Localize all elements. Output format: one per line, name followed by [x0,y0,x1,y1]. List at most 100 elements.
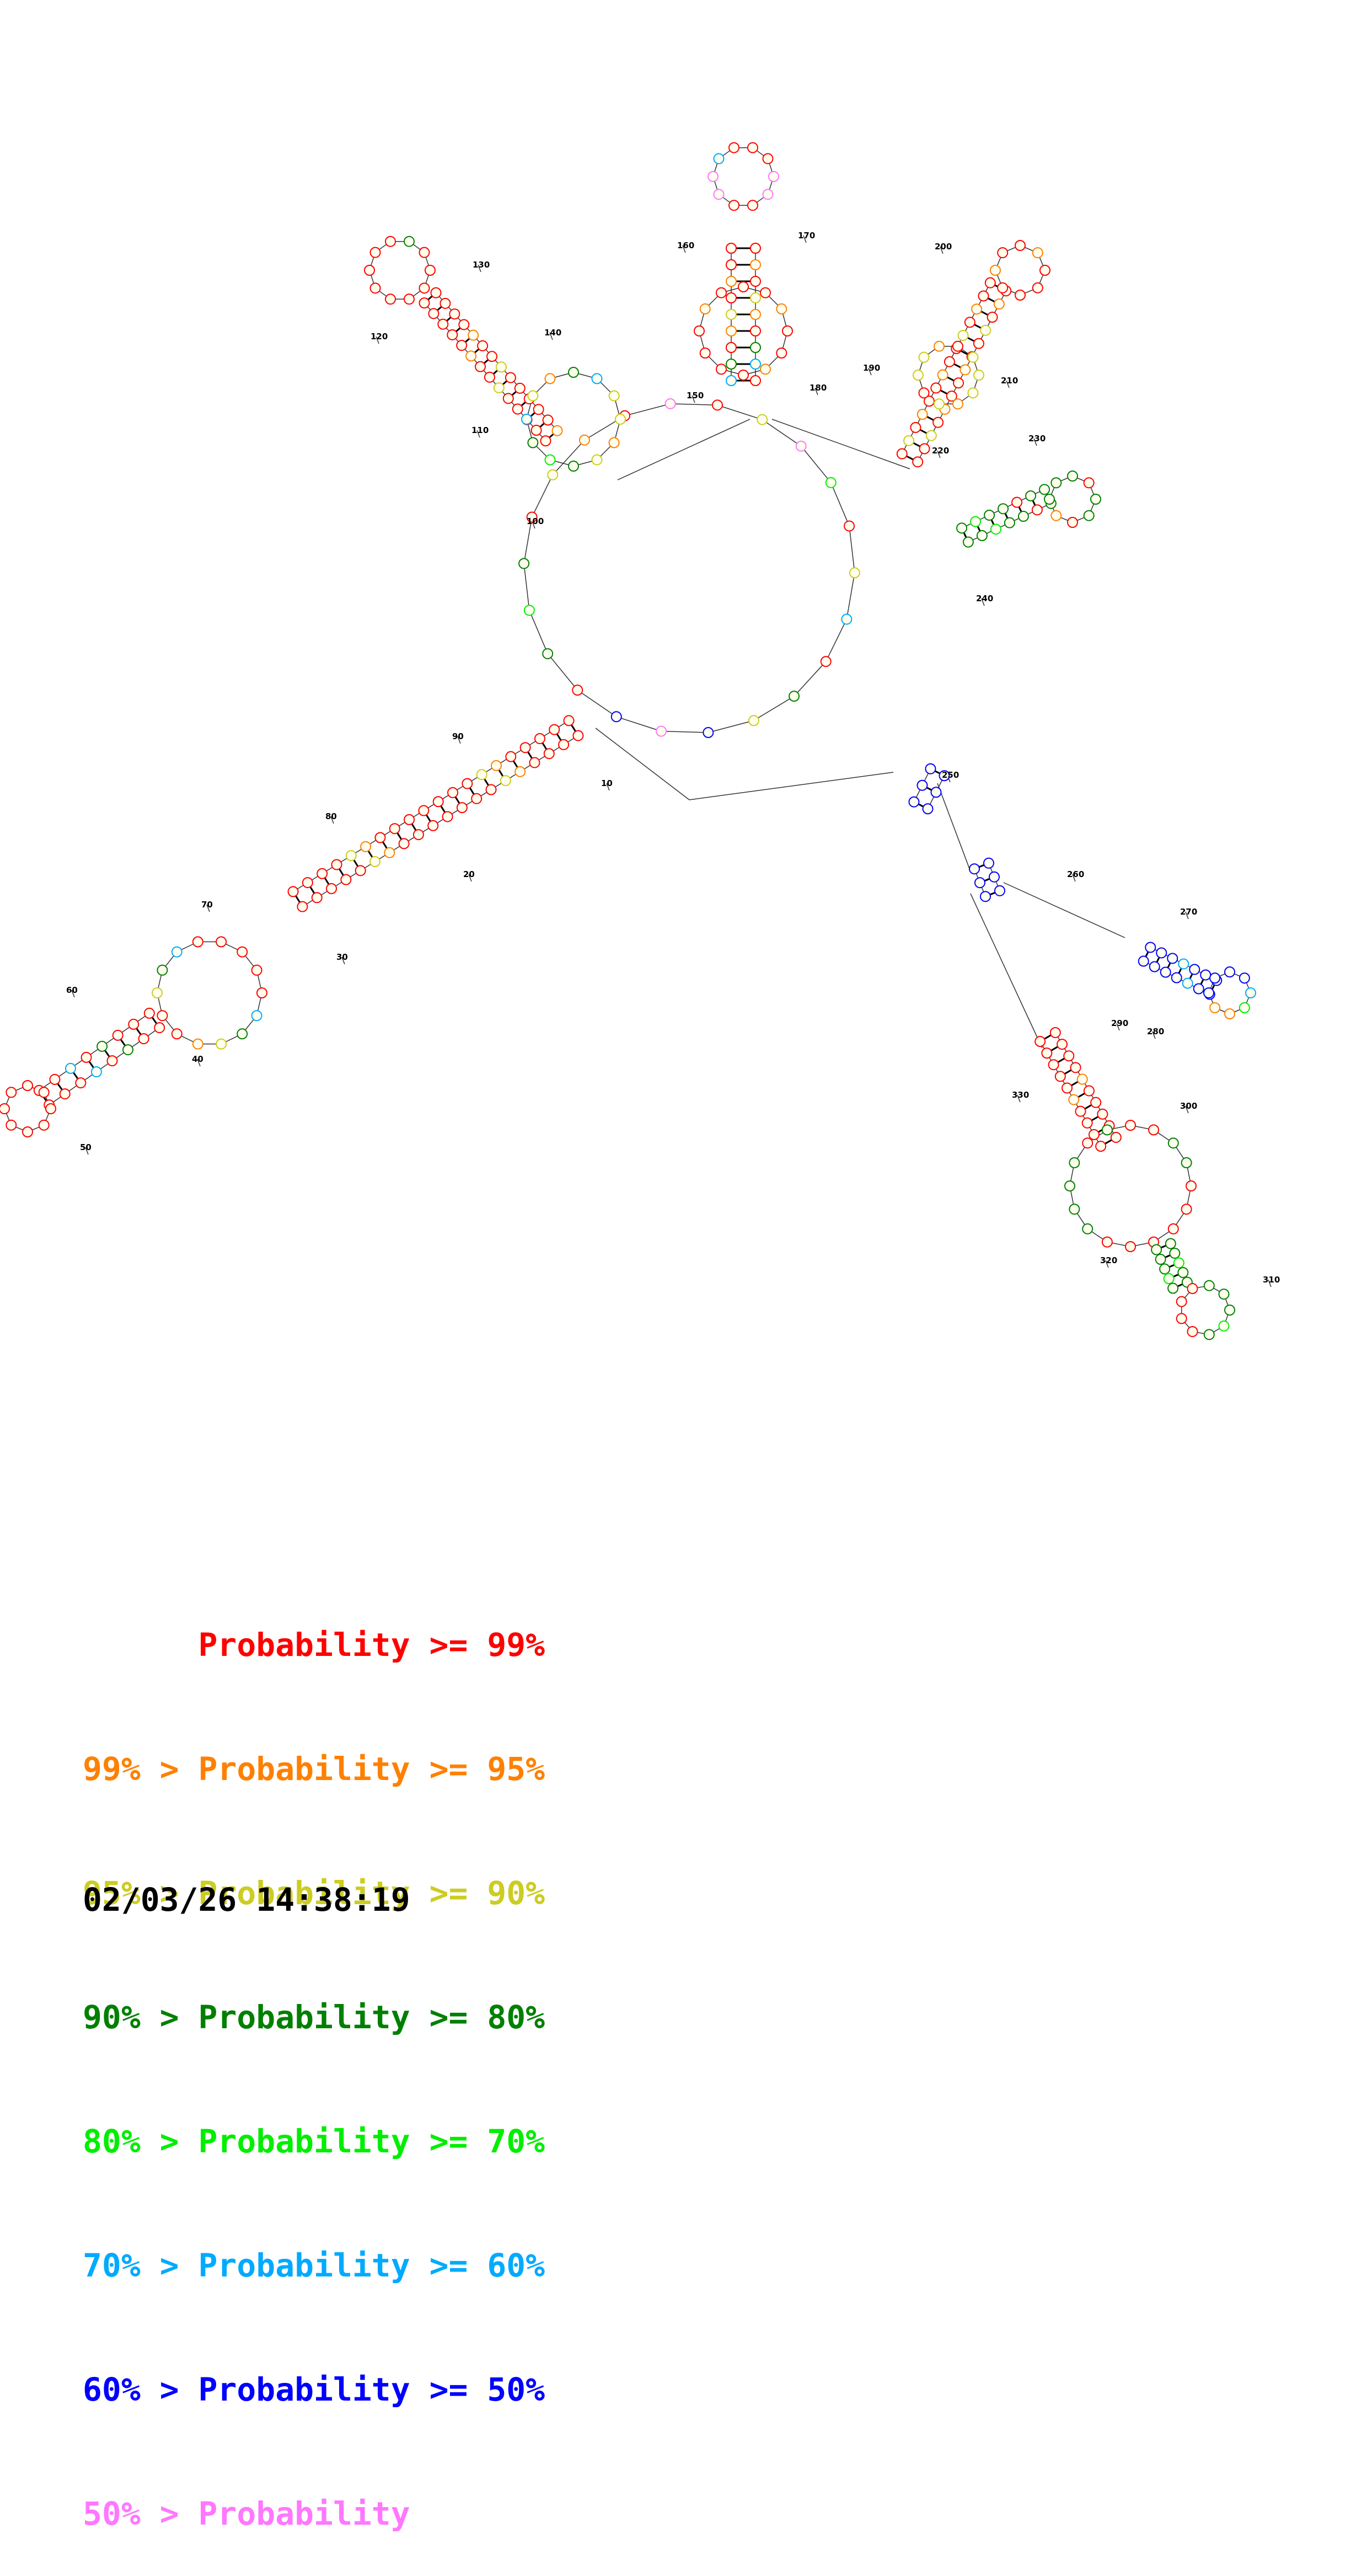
position-label: 100 [527,516,544,526]
nucleotide [1155,1254,1166,1265]
nucleotide [694,325,705,336]
nucleotide [711,399,723,411]
nucleotide [976,530,988,542]
nucleotide [447,787,459,798]
nucleotide [544,454,556,466]
backbone-lines [4,147,1272,1335]
nucleotide [384,847,395,858]
nucleotide [728,200,740,211]
nucleotide [152,987,163,998]
nucleotide [795,440,807,452]
nucleotide [699,303,711,314]
nucleotide [449,308,460,320]
backbone-segment [616,716,662,732]
nucleotide [726,375,737,386]
position-label: 290 [1111,1018,1128,1028]
nucleotide [750,375,761,386]
nucleotide [953,377,964,389]
nucleotide [656,725,667,737]
nucleotide [916,409,928,420]
nucleotide [726,259,737,270]
nucleotide [112,1029,124,1041]
nucleotide [776,303,787,314]
label-leader-line [478,264,481,272]
nucleotide [820,656,832,667]
nucleotide [750,276,761,287]
nucleotide [1044,494,1055,505]
nucleotide [1182,977,1193,989]
nucleotide [1101,1124,1113,1136]
backbone-segment [825,619,848,662]
legend-row-prefix: 99% > [83,1750,179,1788]
backbone-segment [624,403,671,416]
nucleotide [1138,955,1149,967]
nucleotide [1088,1129,1100,1140]
backbone-segment [708,720,754,733]
nucleotide [939,770,950,782]
nucleotide [38,1119,50,1131]
nucleotide [157,964,168,976]
nucleotide [485,784,497,795]
nucleotide [925,763,936,774]
nucleotide [930,787,942,798]
backbone-segment [529,610,548,654]
backbone-segment [661,730,709,733]
position-label: 110 [471,425,489,435]
nucleotide [908,796,920,808]
nucleotide [1176,1313,1187,1324]
nucleotide [1181,1157,1192,1168]
label-leader-line [197,1059,201,1067]
label-leader-line [1017,1094,1021,1103]
nucleotide [302,877,313,889]
nucleotide [1082,1137,1093,1149]
nucleotide [699,348,711,359]
nucleotide [1067,517,1078,528]
nucleotide [726,325,737,336]
nucleotide [1187,1283,1198,1295]
nucleotide [1062,1082,1073,1094]
nucleotide [984,509,995,521]
label-leader-line [330,816,334,824]
legend-row-label: Probability [198,2371,410,2408]
nucleotide [1057,1039,1068,1050]
nucleotide [216,1038,227,1050]
nucleotide [447,329,458,340]
nucleotide [1069,1157,1080,1168]
nucleotide [608,390,620,402]
position-label: 300 [1180,1101,1197,1111]
nucleotide [484,371,495,383]
position-label: 210 [1001,376,1018,386]
nucleotide [1004,517,1015,528]
legend-row-label: Probability [198,1626,410,1664]
nucleotide [707,171,719,182]
nucleotide [1083,1085,1095,1097]
nucleotide [97,1040,108,1052]
nucleotide [930,382,942,394]
nucleotide [1032,247,1043,259]
label-leader-line [206,904,210,912]
nucleotide [776,348,787,359]
nucleotide [1167,953,1178,964]
nucleotide [1203,1280,1215,1291]
backbone-segment [970,893,1043,1049]
nucleotide [1187,1326,1198,1337]
nucleotide [998,503,1009,515]
label-leader-line [981,598,985,606]
position-label: 120 [371,332,388,341]
nucleotide [994,885,1005,896]
nucleotide [514,766,526,777]
nucleotide [716,287,727,298]
backbone-segment [552,440,585,475]
nucleotide [1125,1241,1136,1252]
nucleotide [726,309,737,320]
nucleotide [59,1088,71,1100]
nucleotide [913,370,924,381]
nucleotide [568,367,579,378]
legend-row-op: >= [429,2123,468,2160]
nucleotide [533,404,544,415]
nucleotide [747,142,758,153]
nucleotide [154,1022,165,1034]
nucleotide [993,298,1005,310]
nucleotide [760,287,771,298]
position-label: 140 [544,328,561,338]
